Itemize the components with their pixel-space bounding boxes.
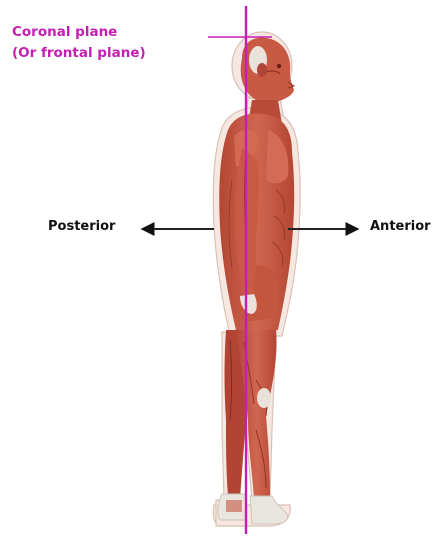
posterior-label: Posterior [48, 219, 115, 235]
human-figure [213, 32, 300, 526]
feet [218, 494, 288, 524]
plane-label-line1: Coronal plane [12, 22, 146, 43]
plane-label-line2: (Or frontal plane) [12, 43, 146, 64]
coronal-plane-label: Coronal plane (Or frontal plane) [12, 22, 146, 64]
anterior-label: Anterior [370, 219, 431, 235]
